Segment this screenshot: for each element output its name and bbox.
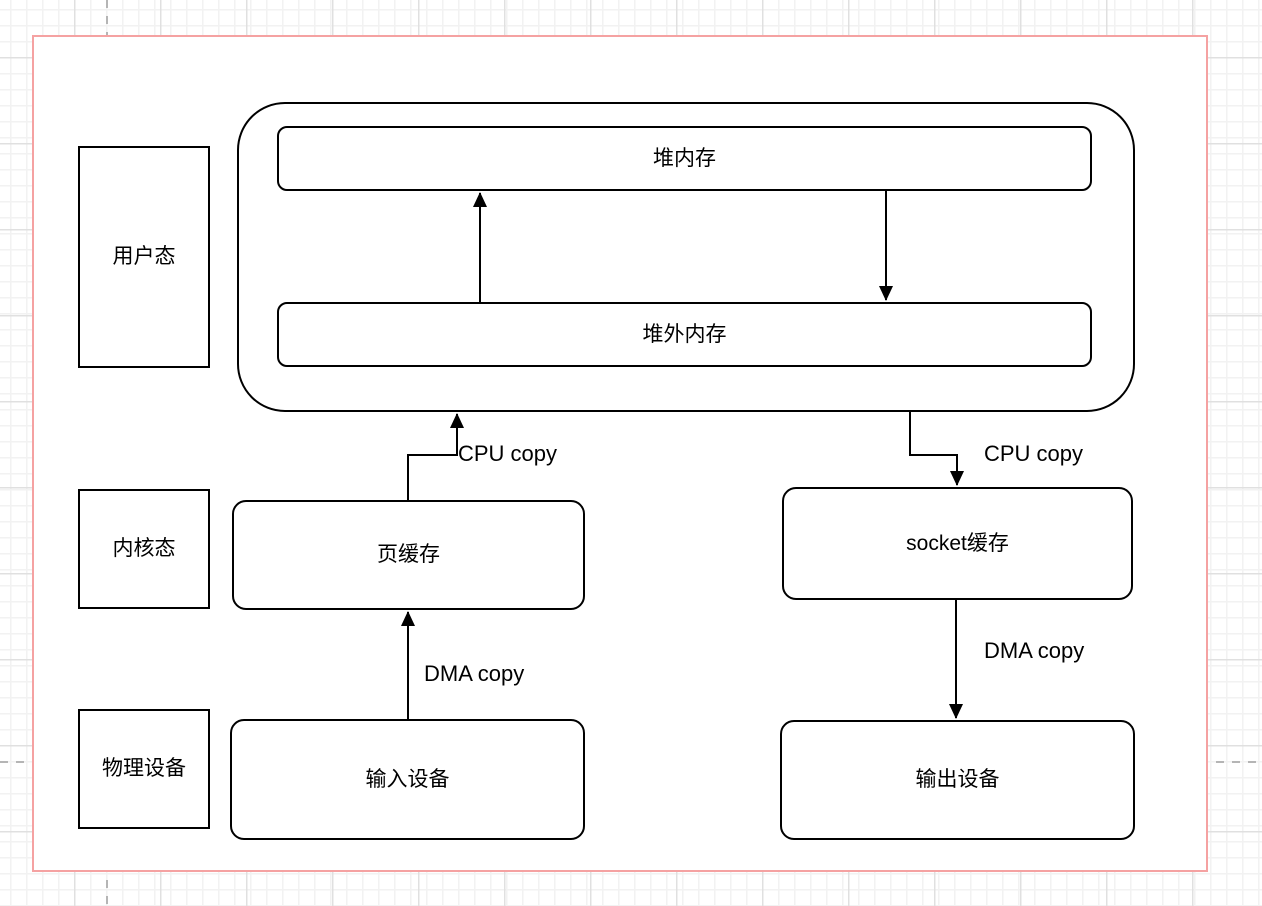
node-page-cache-label: 页缓存 <box>377 543 440 567</box>
edge-label-cpu-copy-right[interactable]: CPU copy <box>984 441 1084 466</box>
diagram-page: 用户态 内核态 物理设备 堆内存 堆外内存 页缓存 socket缓存 输入设备 … <box>32 35 1208 872</box>
edge-label-dma-copy-left[interactable]: DMA copy <box>424 661 525 686</box>
lane-kernel-mode[interactable]: 内核态 <box>78 489 210 609</box>
node-socket-buffer[interactable]: socket缓存 <box>782 487 1133 600</box>
edge-page-cache-to-user-space-arrow[interactable] <box>407 413 464 500</box>
node-output-device-label: 输出设备 <box>915 768 1000 792</box>
node-socket-buffer-label: socket缓存 <box>906 531 1009 555</box>
node-output-device[interactable]: 输出设备 <box>780 720 1135 840</box>
lane-physical-device-label: 物理设备 <box>102 757 186 781</box>
edge-label-dma-copy-right[interactable]: DMA copy <box>984 638 1085 663</box>
connectors-layer <box>401 191 964 719</box>
node-off-heap-memory-label: 堆外内存 <box>642 322 727 346</box>
node-off-heap-memory[interactable]: 堆外内存 <box>277 302 1092 367</box>
lane-kernel-mode-label: 内核态 <box>112 537 176 561</box>
node-input-device-label: 输入设备 <box>365 767 450 791</box>
node-page-cache[interactable]: 页缓存 <box>232 500 585 610</box>
lane-user-mode[interactable]: 用户态 <box>78 146 210 368</box>
edge-label-cpu-copy-left[interactable]: CPU copy <box>458 441 558 466</box>
lane-physical-device[interactable]: 物理设备 <box>78 709 210 829</box>
node-heap-memory-label: 堆内存 <box>653 146 716 170</box>
edge-user-space-to-socket-buffer-arrow[interactable] <box>909 412 964 486</box>
lane-user-mode-label: 用户态 <box>112 245 176 269</box>
node-input-device[interactable]: 输入设备 <box>230 719 585 840</box>
node-heap-memory[interactable]: 堆内存 <box>277 126 1092 191</box>
